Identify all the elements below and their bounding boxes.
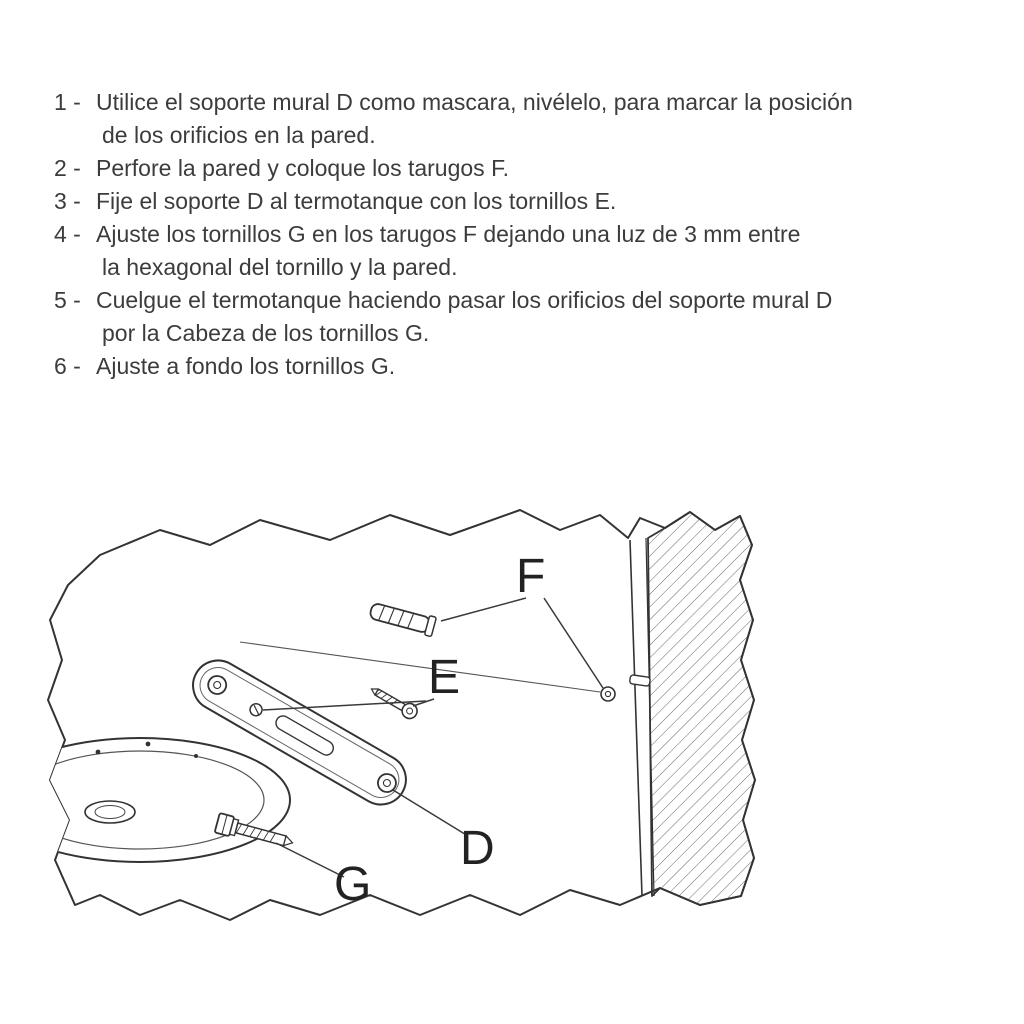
label-d: D	[460, 822, 495, 875]
instruction-text: Ajuste a fondo los tornillos G.	[96, 353, 396, 379]
instruction-text: Fije el soporte D al termotanque con los…	[96, 188, 617, 214]
leader-f-tarugo	[440, 597, 527, 622]
mounting-diagram: F E D G	[0, 480, 1024, 950]
instruction-item: 2 - Perfore la pared y coloque los tarug…	[54, 152, 984, 185]
wall-plug-hole	[600, 686, 616, 702]
instruction-number: 4 -	[54, 221, 81, 247]
instruction-number: 3 -	[54, 188, 81, 214]
instruction-text: de los orificios en la pared.	[102, 122, 376, 148]
instruction-text: por la Cabeza de los tornillos G.	[102, 320, 430, 346]
instruction-item: 6 - Ajuste a fondo los tornillos G.	[54, 350, 984, 383]
tarugo-f	[369, 603, 437, 638]
bracket-d	[192, 659, 407, 806]
plug-in-wall	[629, 674, 651, 687]
tank-port	[84, 800, 136, 824]
label-g: G	[334, 858, 371, 911]
bracket-hole	[207, 675, 228, 695]
wall-section	[647, 511, 756, 906]
instruction-item: 1 - Utilice el soporte mural D como masc…	[54, 86, 984, 152]
instruction-item: 3 - Fije el soporte D al termotanque con…	[54, 185, 984, 218]
instruction-number: 2 -	[54, 155, 81, 181]
instruction-item: 5 - Cuelgue el termotanque haciendo pasa…	[54, 284, 984, 350]
leader-g-screw	[275, 842, 345, 878]
label-f: F	[516, 550, 545, 603]
screw-g	[214, 812, 294, 847]
leader-e-bracket	[262, 700, 427, 711]
wall-face-edge	[645, 537, 655, 897]
screw-e	[370, 688, 418, 720]
label-e: E	[428, 651, 460, 704]
instruction-text: Ajuste los tornillos G en los tarugos F …	[96, 221, 801, 247]
wall-plug-hole-center	[604, 690, 612, 698]
bracket-hole	[377, 773, 397, 793]
instruction-text: Utilice el soporte mural D como mascara,…	[96, 89, 853, 115]
wall-face-edge	[629, 539, 643, 897]
instruction-number: 5 -	[54, 287, 81, 313]
leader-f-wall	[543, 597, 604, 689]
leader-e-screw	[412, 698, 435, 707]
bracket-slot	[275, 715, 335, 756]
instruction-number: 6 -	[54, 353, 81, 379]
tank-port-inner	[94, 805, 126, 819]
instruction-number: 1 -	[54, 89, 81, 115]
instruction-item: 4 - Ajuste los tornillos G en los tarugo…	[54, 218, 984, 284]
instruction-text: la hexagonal del tornillo y la pared.	[102, 254, 458, 280]
alignment-line	[239, 641, 601, 693]
leader-d-bracket	[392, 789, 469, 837]
instruction-text: Perfore la pared y coloque los tarugos F…	[96, 155, 509, 181]
instruction-text: Cuelgue el termotanque haciendo pasar lo…	[96, 287, 833, 313]
instruction-list: 1 - Utilice el soporte mural D como masc…	[54, 86, 984, 383]
